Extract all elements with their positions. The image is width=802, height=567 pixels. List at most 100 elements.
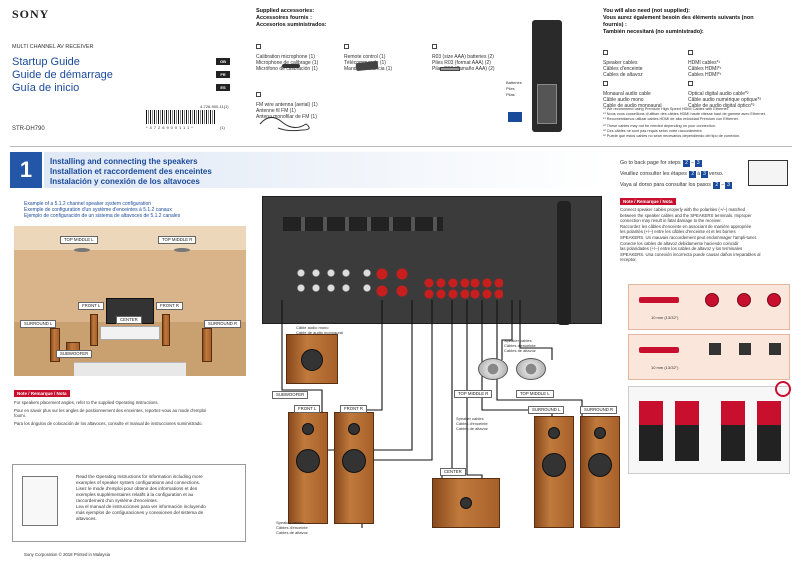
woofer-cone-icon (542, 453, 566, 477)
title-fr: Guide de démarrage (12, 69, 113, 81)
diagram-label-top-middle-l: TOP MIDDLE L (516, 390, 554, 398)
speaker-terminals-surround (423, 277, 469, 299)
diagram-top-middle-l (516, 358, 546, 380)
tweeter-icon (594, 427, 606, 439)
room-label-top-middle-l: TOP MIDDLE L (60, 236, 98, 244)
room-label-front-l: FRONT L (78, 302, 105, 310)
need-hdmi-cables: HDMI cables*¹ Câbles HDMI*¹ Cables HDMI*… (688, 42, 721, 79)
terminal-incorrect-icon (757, 401, 781, 461)
room-label-front-r: FRONT R (156, 302, 184, 310)
tweeter-icon (302, 423, 314, 435)
tweeter-icon (348, 423, 360, 435)
title-en: Startup Guide (12, 56, 80, 68)
diagram-subwoofer (286, 334, 338, 384)
example-line-2: Exemple de configuration d'un système d'… (24, 207, 172, 213)
speaker-cable-label-top: Speaker cables Câbles d'enceinte Cables … (504, 338, 536, 353)
also-need-heading-1: You will also need (not supplied): (603, 8, 690, 14)
room-label-top-middle-r: TOP MIDDLE R (158, 236, 197, 244)
ceiling-speaker-l (74, 248, 90, 252)
terminal-incorrect-icon (721, 401, 745, 461)
tweeter-icon (548, 427, 560, 439)
speaker-cable-label-left: Speaker cables Câbles d'enceinte Cables … (276, 520, 308, 535)
lang-tag-es: ES (216, 84, 230, 91)
hdmi-port-row (283, 217, 443, 231)
stripped-cable-icon (639, 297, 679, 303)
barcode (146, 110, 216, 124)
right-note-title: Note / Remarque / Nota (620, 198, 676, 205)
diagram-label-surround-r: SURROUND R (580, 406, 618, 414)
fm-antenna-icon (259, 117, 310, 132)
cable-prep-panel-1: 10 mm (13/32") (628, 284, 790, 330)
manual-reference-text: Read the Operating Instructions for info… (76, 474, 206, 521)
audio-in-jacks (293, 265, 353, 295)
prohibited-icon (775, 381, 791, 397)
woofer-cone-icon (296, 449, 320, 473)
need-optical-cable: Optical digital audio cable*² Câble audi… (688, 73, 761, 110)
doc-number: 4-726-900-11(1) (200, 104, 229, 109)
subwoofer-out-jacks (359, 265, 375, 295)
room-label-surround-r: SURROUND R (204, 320, 242, 328)
battery-label-es: Pilas (506, 92, 515, 97)
checkbox-icon (688, 81, 693, 86)
step-title-es: Instalación y conexión de los altavoces (50, 177, 200, 186)
battery-label-fr: Piles (506, 86, 515, 91)
barcode-suffix: (1) (220, 125, 225, 130)
room-surround-l-speaker (50, 328, 60, 362)
step-title-band (44, 152, 604, 188)
room-sofa (74, 362, 186, 376)
goto-steps: Go to back page for steps 2–3 Veuillez c… (620, 160, 732, 189)
lang-tag-gb: GB (216, 58, 230, 65)
room-ceiling (14, 226, 246, 250)
model-number: STR-DH790 (12, 126, 45, 132)
checkbox-icon (603, 50, 608, 55)
speaker-terminals-top (469, 277, 503, 299)
back-page-icon (748, 160, 788, 186)
also-need-heading-2: Vous aurez également besoin des éléments… (603, 15, 754, 21)
brand-logo: SONY (12, 7, 50, 21)
tv-stand (100, 326, 160, 340)
left-note-title: Note / Remarque / Nota (14, 390, 70, 397)
ceiling-speaker-r (174, 248, 190, 252)
accessories-heading-3: Accesorios suministrados: (256, 22, 327, 28)
accessories-heading-1: Supplied accessories: (256, 8, 315, 14)
diagram-surround-l (534, 416, 574, 528)
also-need-notes: *¹ We recommend using Premium High Speed… (603, 107, 766, 138)
need-speaker-cables: Speaker cables Câbles d'enceinte Cables … (603, 42, 643, 79)
checkbox-icon (688, 50, 693, 55)
barcode-text: *4726900111* (146, 125, 195, 130)
woofer-cone-icon (342, 449, 366, 473)
diagram-front-r (334, 412, 374, 524)
also-need-heading-3: fournis) : (603, 22, 627, 28)
diagram-label-top-middle-r: TOP MIDDLE R (454, 390, 493, 398)
checkbox-icon (603, 81, 608, 86)
woofer-cone-icon (588, 453, 612, 477)
terminal-icon (737, 293, 751, 307)
microphone-icon (282, 64, 300, 68)
left-note-body: For speakers placement angles, refer to … (14, 400, 207, 426)
battery-polarity-icon (508, 112, 522, 122)
battery-icon (440, 67, 460, 71)
manual-booklet-icon (22, 476, 58, 526)
diagram-label-front-l: FRONT L (294, 405, 321, 413)
accessories-heading-2: Accessoires fournis : (256, 15, 312, 21)
diagram-label-surround-l: SURROUND L (528, 406, 565, 414)
example-line-1: Example of a 5.1.2 channel speaker syste… (24, 201, 152, 207)
terminal-icon (709, 343, 721, 355)
room-label-center: CENTER (116, 316, 142, 324)
checkbox-icon (344, 44, 349, 49)
terminal-icon (739, 343, 751, 355)
checkbox-icon (432, 44, 437, 49)
cable-prep-panel-2: 10 mm (13/32") (628, 334, 790, 380)
step-title-en: Installing and connecting the speakers (50, 157, 198, 166)
diagram-center (432, 478, 500, 528)
strip-length-label-2: 10 mm (13/32") (651, 365, 679, 370)
speaker-terminals-front (373, 265, 413, 299)
strip-length-label-1: 10 mm (13/32") (651, 315, 679, 320)
room-label-subwoofer: SUBWOOFER (56, 350, 93, 358)
room-front-l-speaker (90, 314, 98, 346)
battery-label-en: Batteries (506, 80, 522, 85)
speaker-cable-label-center: Speaker cables Câbles d'enceinte Cables … (456, 416, 488, 431)
accessory-microphone: Calibration microphone (1) Microphone de… (256, 36, 318, 73)
accessory-fm-antenna: FM wire antenna (aerial) (1) Antenne fil… (256, 84, 318, 121)
diagram-top-middle-r (478, 358, 508, 380)
